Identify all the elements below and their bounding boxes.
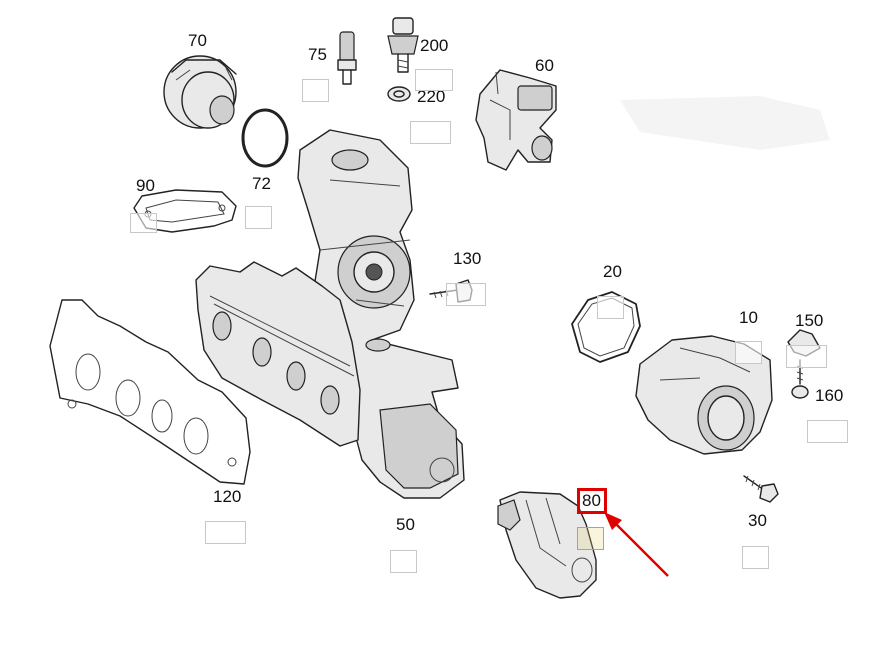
part-label-30: 30	[748, 511, 767, 530]
part-label-120: 120	[213, 487, 242, 506]
hotspot-75[interactable]	[302, 79, 329, 102]
hotspot-10[interactable]	[735, 341, 762, 364]
pointer-arrow	[604, 512, 669, 577]
part-label-80: 80	[582, 491, 601, 510]
part-30-drawing	[743, 475, 779, 503]
hotspot-80[interactable]	[577, 527, 604, 550]
hotspot-150[interactable]	[786, 345, 827, 368]
part-label-20: 20	[603, 262, 622, 281]
part-label-150: 150	[795, 311, 824, 330]
hotspot-50[interactable]	[390, 550, 417, 573]
hotspot-200[interactable]	[415, 69, 453, 91]
hotspot-130[interactable]	[446, 283, 486, 306]
hotspot-90[interactable]	[130, 213, 157, 233]
part-50-drawing	[297, 129, 465, 499]
part-label-130: 130	[453, 249, 482, 268]
part-label-200: 200	[420, 36, 449, 55]
hotspot-160[interactable]	[807, 420, 848, 443]
part-label-72: 72	[252, 174, 271, 193]
part-label-160: 160	[815, 386, 844, 405]
part-label-90: 90	[136, 176, 155, 195]
hotspot-20[interactable]	[597, 296, 624, 319]
part-label-60: 60	[535, 56, 554, 75]
hotspot-220[interactable]	[410, 121, 451, 144]
part-10-drawing	[635, 335, 773, 455]
selected-part-highlight	[577, 488, 607, 514]
hotspot-30[interactable]	[742, 546, 769, 569]
part-label-75: 75	[308, 45, 327, 64]
part-label-50: 50	[396, 515, 415, 534]
part-80-drawing	[497, 491, 597, 599]
hotspot-72[interactable]	[245, 206, 272, 229]
part-70-drawing	[163, 55, 237, 129]
hotspot-120[interactable]	[205, 521, 246, 544]
manifold-drawing	[195, 261, 361, 447]
part-label-70: 70	[188, 31, 207, 50]
part-label-220: 220	[417, 87, 446, 106]
part-label-10: 10	[739, 308, 758, 327]
part-200-drawing	[387, 17, 419, 73]
part-120-drawing	[49, 299, 251, 485]
part-75-drawing	[337, 31, 357, 85]
part-60-drawing	[475, 69, 557, 171]
